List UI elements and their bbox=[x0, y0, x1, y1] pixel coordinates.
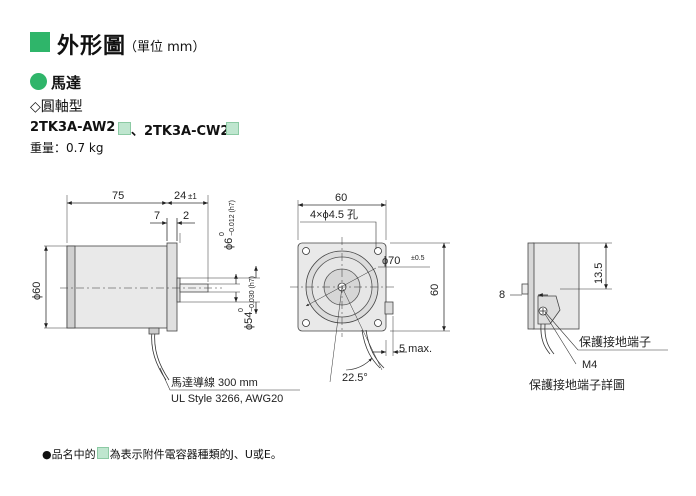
side-view bbox=[44, 195, 300, 391]
max-label: 5 max. bbox=[399, 343, 432, 355]
dim-shaft-tol-upper: 0 bbox=[219, 232, 226, 236]
mount-hole bbox=[374, 247, 382, 255]
rear-cover bbox=[66, 245, 76, 329]
front-dim-height: 60 bbox=[429, 284, 441, 296]
page-title: 外形圖 bbox=[57, 34, 127, 59]
front-view bbox=[290, 200, 450, 383]
dim-24-tol: ±1 bbox=[188, 192, 197, 201]
motor-heading: 馬達 bbox=[51, 74, 82, 92]
pcd-label: ϕ70 bbox=[382, 255, 400, 267]
motor-body bbox=[66, 245, 168, 329]
pilot bbox=[176, 277, 181, 303]
terminal-label: 保護接地端子 bbox=[579, 334, 651, 349]
dim-shaft-tol-lower: −0.012 (h7) bbox=[229, 200, 236, 236]
detail-dim-8: 8 bbox=[499, 289, 505, 301]
dim-body-diameter: ϕ60 bbox=[31, 282, 43, 300]
detail-view bbox=[510, 242, 668, 365]
placeholder-box-icon bbox=[118, 122, 131, 135]
footnote-prefix: ●品名中的 bbox=[42, 448, 96, 461]
title-marker-square bbox=[30, 32, 50, 52]
flange bbox=[166, 242, 178, 332]
mount-holes-label: 4×ϕ4.5 孔 bbox=[310, 208, 358, 221]
dim-7: 7 bbox=[154, 210, 160, 222]
screw-label: M4 bbox=[582, 359, 597, 371]
unit-label: （單位 mm） bbox=[124, 40, 206, 55]
mount-hole bbox=[302, 247, 310, 255]
dim-pilot-tol-lower: −0.030 (h7) bbox=[249, 276, 256, 312]
section-bullet-icon bbox=[30, 73, 47, 90]
dim-75: 75 bbox=[112, 190, 124, 202]
dim-pilot-tol-upper: 0 bbox=[238, 308, 245, 312]
lead-wire bbox=[151, 329, 167, 381]
dim-shaft-diameter: ϕ6 bbox=[223, 238, 235, 250]
lead-label-2: UL Style 3266, AWG20 bbox=[171, 393, 283, 405]
footnote-suffix: 為表示附件電容器種類的J、U或E。 bbox=[109, 448, 282, 461]
placeholder-box-icon bbox=[96, 447, 109, 459]
detail-caption: 保護接地端子詳圖 bbox=[529, 377, 625, 392]
mount-hole bbox=[374, 319, 382, 327]
pcd-tol: ±0.5 bbox=[411, 255, 425, 262]
dim-2: 2 bbox=[183, 210, 189, 222]
weight-label: 重量：0.7 kg bbox=[30, 141, 104, 155]
model-name-2: 、2TK3A-CW2 bbox=[131, 124, 230, 139]
mount-hole bbox=[302, 319, 310, 327]
shaft-type-label: ◇圓軸型 bbox=[30, 99, 83, 115]
front-dim-width: 60 bbox=[335, 192, 347, 204]
footnote: ●品名中的為表示附件電容器種類的J、U或E。 bbox=[42, 446, 282, 462]
model-name-1: 2TK3A-AW2 bbox=[30, 120, 116, 135]
lead-label-1: 馬達導線 300 mm bbox=[171, 375, 258, 389]
dim-pilot-diameter: ϕ54 bbox=[243, 312, 255, 330]
dim-24: 24 bbox=[174, 190, 186, 202]
placeholder-box-icon bbox=[226, 122, 239, 135]
detail-dim-13-5: 13.5 bbox=[593, 263, 605, 284]
angle-label: 22.5° bbox=[342, 372, 368, 384]
